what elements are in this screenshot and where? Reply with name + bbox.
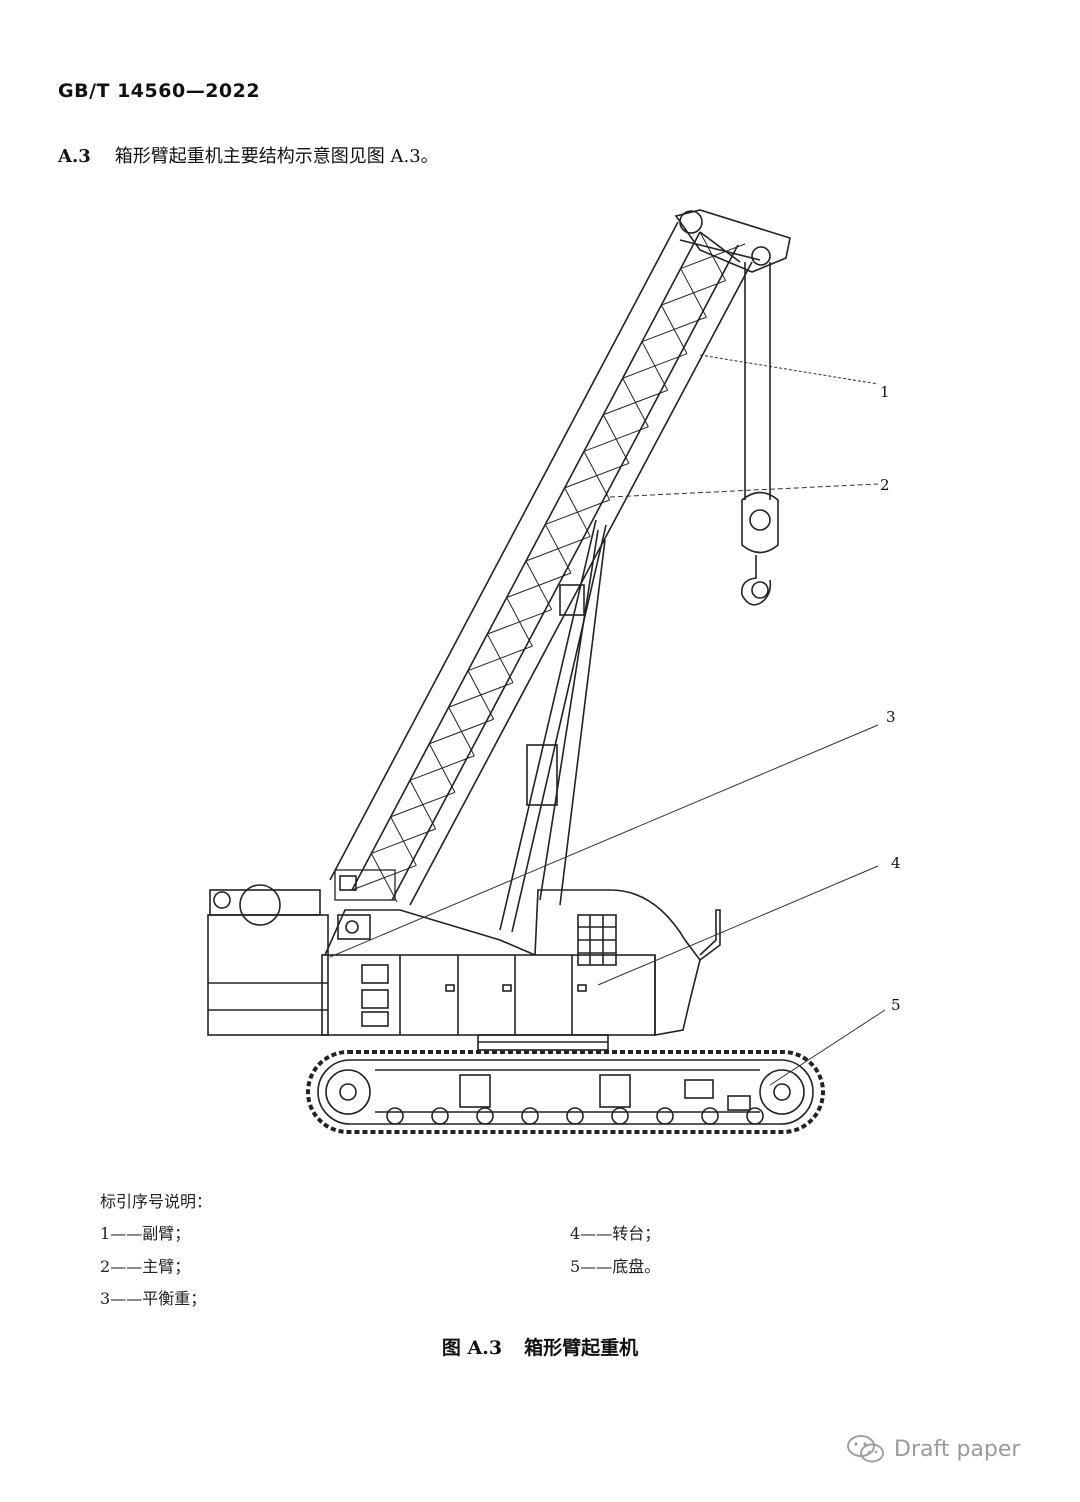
track-roller [566,1107,584,1125]
legend-item-5: 5——底盘。 [570,1257,661,1276]
crawler-chassis [306,1050,825,1134]
caption-number: 图 A.3 [441,1337,503,1359]
lattice-brace [680,268,707,318]
track-roller [656,1107,674,1125]
track-roller [521,1107,539,1125]
track-roller [701,1107,719,1125]
crane-diagram: 1 2 3 4 5 [207,209,901,1134]
boom-struts [499,519,607,933]
standard-code: GB/T 14560—2022 [58,80,261,102]
callout-4: 4 [891,854,901,872]
track-roller [611,1107,629,1125]
lattice-brace [525,560,553,610]
lattice-brace [448,706,475,757]
legend-item-2: 2——主臂； [100,1257,191,1276]
wechat-icon [847,1435,884,1463]
figure-caption: 图 A.3 箱形臂起重机 [0,1333,1080,1360]
hook-block [740,262,779,606]
callout-3: 3 [886,708,896,726]
operator-cab [534,889,721,1036]
lattice-brace [370,853,398,903]
watermark: Draft paper [846,1433,1020,1465]
lattice-brace [486,633,514,683]
legend-item-4: 4——转台； [570,1224,661,1243]
legend-item-1: 1——副臂； [100,1224,191,1243]
callout-1: 1 [880,383,890,401]
lattice-brace [467,670,495,720]
track-roller [476,1107,494,1125]
callout-2: 2 [880,476,890,494]
lattice-brace [506,597,533,647]
legend-title: 标引序号说明： [100,1192,213,1211]
lattice-brace [641,341,669,391]
callout-5: 5 [891,996,901,1014]
lattice-brace [409,780,437,830]
clause-number: A.3 [58,146,91,167]
legend-item-3: 3——平衡重； [100,1289,207,1308]
clause-text: 箱形臂起重机主要结构示意图见图 A.3。 [114,146,439,167]
track-roller [386,1107,404,1125]
track-roller [746,1107,764,1125]
leader-lines [329,354,886,1086]
lattice-brace [583,451,611,501]
lattice-brace [602,414,630,464]
lattice-brace [428,743,456,793]
caption-title: 箱形臂起重机 [524,1337,639,1359]
boom-lattice [329,209,791,906]
counterweight [207,884,329,1036]
lattice-brace [622,377,649,428]
turntable [321,909,656,1051]
clause-line: A.3 箱形臂起重机主要结构示意图见图 A.3。 [58,142,439,168]
lattice-brace [660,304,688,354]
lattice-brace [544,524,572,574]
lattice-brace [390,816,417,866]
watermark-text: Draft paper [894,1436,1021,1462]
track-roller [431,1107,449,1125]
lattice-brace [564,487,591,537]
